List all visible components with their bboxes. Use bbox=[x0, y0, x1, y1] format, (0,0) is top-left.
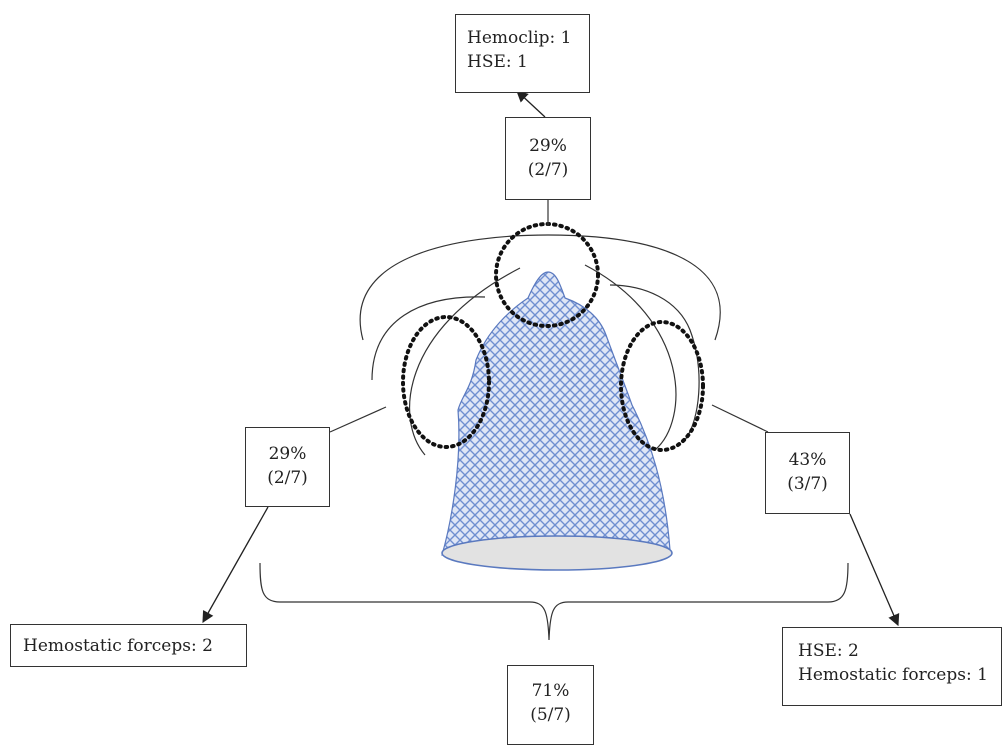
bottom-percent-value: 71% bbox=[531, 681, 570, 701]
inner-arc-right bbox=[584, 264, 677, 451]
left-treatment-box: Hemostatic forceps: 2 bbox=[10, 624, 247, 667]
inner-arc-left bbox=[409, 267, 521, 456]
connector-right bbox=[711, 404, 769, 433]
outer-arc-top bbox=[359, 234, 721, 341]
right-percent-value: 43% bbox=[788, 450, 827, 470]
right-treatment-line-1: HSE: 2 bbox=[798, 641, 859, 661]
outer-arc-left bbox=[371, 296, 486, 381]
right-percent-fraction: (3/7) bbox=[787, 474, 828, 494]
bottom-percent-fraction: (5/7) bbox=[530, 705, 571, 725]
left-percent-fraction: (2/7) bbox=[267, 468, 308, 488]
top-treatment-line-1: Hemoclip: 1 bbox=[467, 28, 572, 48]
top-percent-box: 29% (2/7) bbox=[505, 117, 591, 200]
left-percent-box: 29% (2/7) bbox=[245, 427, 330, 507]
left-treatment-line-1: Hemostatic forceps: 2 bbox=[23, 636, 213, 656]
bottom-percent-box: 71% (5/7) bbox=[507, 665, 594, 745]
right-treatment-line-2: Hemostatic forceps: 1 bbox=[798, 665, 988, 685]
outer-arc-right bbox=[609, 284, 700, 441]
dotted-circle-right bbox=[619, 320, 705, 452]
right-percent-box: 43% (3/7) bbox=[765, 432, 850, 514]
top-treatment-box: Hemoclip: 1 HSE: 1 bbox=[455, 14, 590, 93]
arrow-top bbox=[516, 90, 546, 118]
top-percent-value: 29% bbox=[529, 136, 567, 156]
mass-base-ellipse bbox=[441, 535, 673, 571]
tumor-mass bbox=[441, 271, 671, 556]
arrow-right bbox=[849, 513, 900, 627]
arrow-left bbox=[202, 506, 269, 624]
dotted-circle-left bbox=[401, 315, 491, 449]
curly-brace bbox=[259, 562, 849, 641]
connector-left bbox=[329, 406, 387, 433]
top-treatment-line-2: HSE: 1 bbox=[467, 52, 528, 72]
left-percent-value: 29% bbox=[268, 444, 307, 464]
top-percent-fraction: (2/7) bbox=[527, 160, 569, 180]
right-treatment-box: HSE: 2 Hemostatic forceps: 1 bbox=[782, 627, 1002, 706]
dotted-circle-top bbox=[494, 222, 600, 328]
